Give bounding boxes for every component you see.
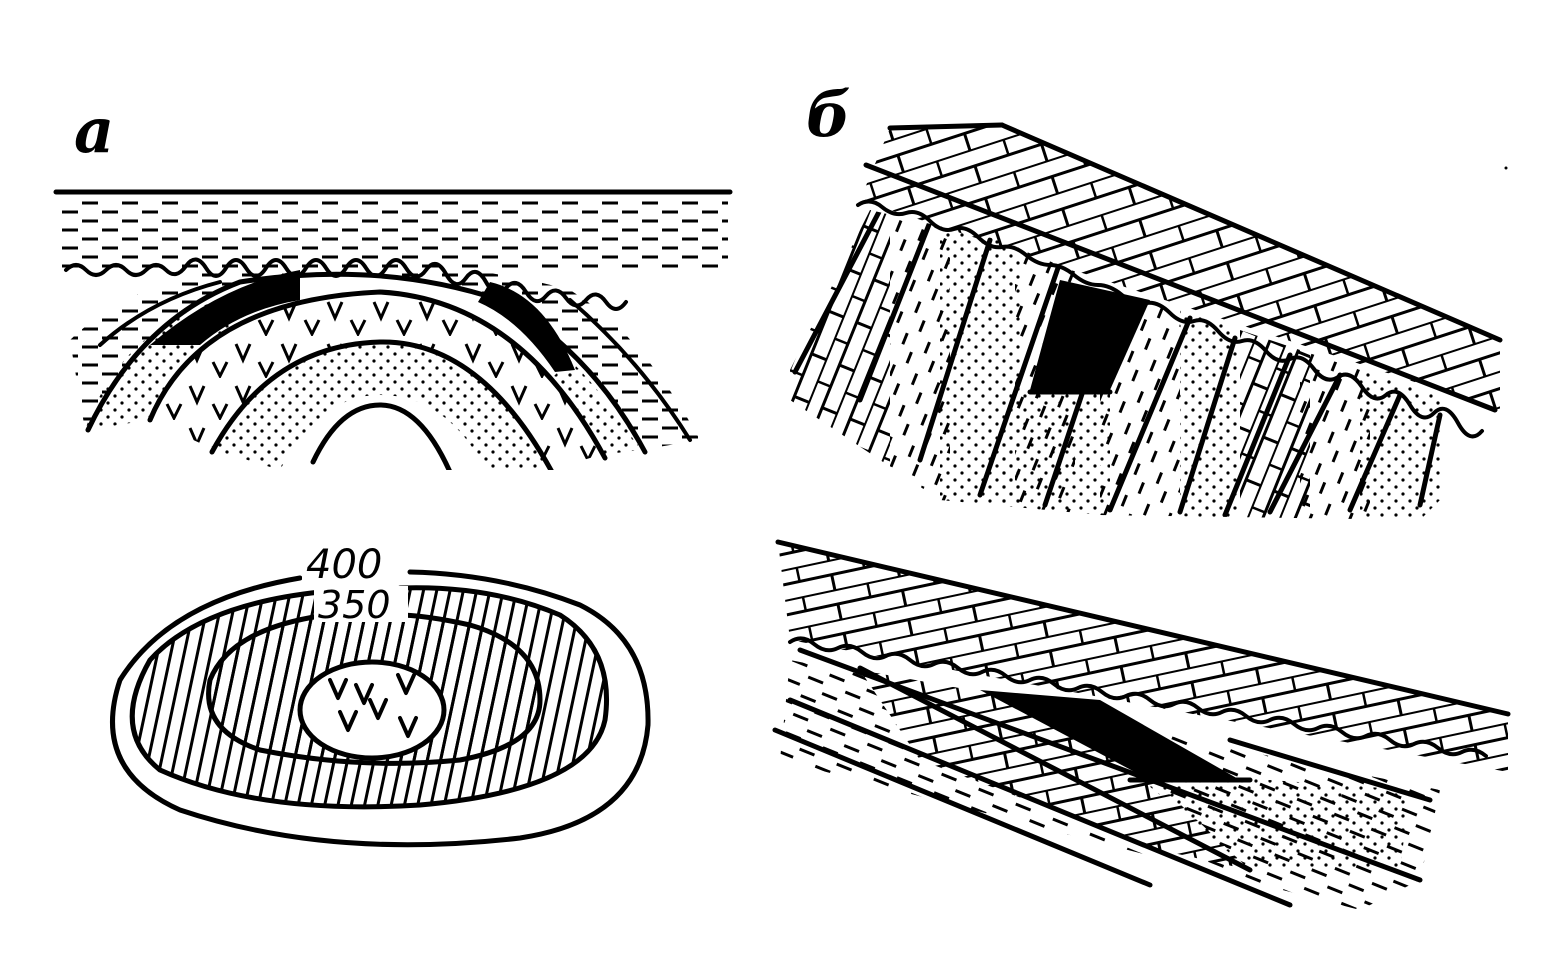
speck	[1504, 166, 1508, 170]
panel-a-anticline	[70, 261, 700, 470]
contour-label-400: 400	[306, 542, 382, 588]
panel-a-structure-map: 400 350	[110, 542, 651, 848]
panel-b: б	[772, 78, 1511, 910]
contour-label-350: 350	[318, 583, 391, 627]
panel-b-upper-section	[790, 122, 1503, 520]
panel-a: а	[53, 94, 733, 848]
panel-a-label: а	[74, 94, 114, 167]
core-vees	[328, 673, 418, 738]
panel-b-lower-section	[772, 539, 1511, 910]
panel-b-label: б	[806, 78, 851, 151]
